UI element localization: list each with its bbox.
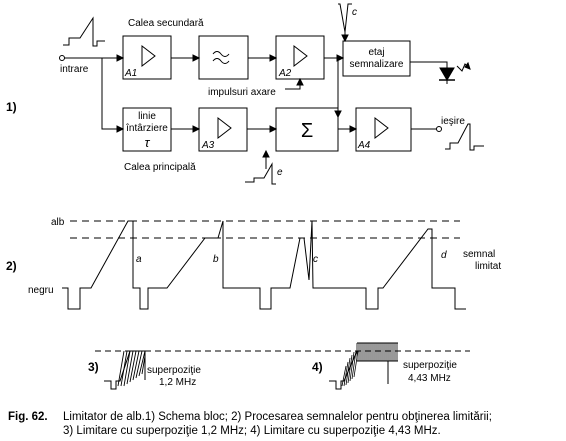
signal-d-label: d (441, 250, 447, 261)
led-icon (439, 67, 455, 81)
arrow-to-a4 (349, 125, 358, 133)
part1-number: 1) (6, 100, 17, 114)
part4-number: 4) (312, 360, 323, 374)
axis-pulses-label: impulsuri axare (208, 87, 276, 98)
part2-number: 2) (6, 259, 17, 273)
waveform-4-outline (329, 350, 358, 390)
led-light-arrow (464, 61, 471, 70)
arrow-to-a1 (116, 54, 125, 62)
video-signal-line (62, 220, 466, 310)
pulse-e-icon (245, 162, 276, 185)
amplifier-a2-icon (293, 44, 308, 68)
tau-symbol: τ (145, 135, 151, 150)
a2-label: A2 (278, 68, 292, 79)
waveform-3-hatching (117, 350, 146, 387)
waveform-diagram: 2) alb negru a b c d semnal limitat (6, 217, 501, 352)
superposition-1-2mhz: 3) superpoziţie 1,2 MHz (88, 350, 201, 390)
filter-box (198, 35, 249, 80)
filter-icon (212, 51, 230, 64)
signal-stage-line2: semnalizare (350, 59, 404, 70)
superposition-1-label-2: 1,2 MHz (159, 377, 196, 388)
caption-line-2: 3) Limitare cu superpoziţie 1,2 MHz; 4) … (63, 425, 441, 437)
delay-line-label-2: întârziere (125, 123, 168, 134)
superposition-1-label-1: superpoziţie (147, 365, 201, 376)
figure-caption: Fig. 62. Limitator de alb.1) Schema bloc… (8, 411, 492, 437)
waveform-4-envelope (357, 342, 398, 362)
output-waveform-icon (445, 123, 484, 151)
pulse-c-label: c (352, 7, 357, 18)
amplifier-a4-icon (374, 116, 389, 140)
arrow-to-sum (269, 125, 278, 133)
sum-symbol: Σ (301, 120, 313, 142)
signal-a-label: a (136, 254, 142, 265)
arrow-to-delay (116, 125, 125, 133)
amplifier-a3-icon (217, 116, 232, 140)
waveform-4-hatching (341, 343, 398, 387)
arrow-to-filter (192, 54, 201, 62)
block-diagram: 1) intrare Calea secundară A1 A2 impulsu… (6, 3, 484, 185)
output-terminal (436, 126, 442, 132)
amplifier-a1-icon (141, 44, 156, 68)
arrow-to-a3 (192, 125, 201, 133)
input-branch-wire (101, 58, 123, 130)
upper-path-label: Calea secundară (128, 18, 204, 29)
delay-line-label-1: linie (138, 111, 156, 122)
pulse-c-icon (338, 3, 352, 33)
led-wire (410, 61, 448, 68)
arrow-to-a2 (269, 54, 278, 62)
superposition-4-label-2: 4,43 MHz (408, 373, 451, 384)
black-level-label: negru (28, 285, 54, 296)
a3-label: A3 (201, 140, 215, 151)
superposition-4-43mhz: 4) superpoziţie 4,43 MHz (312, 342, 457, 390)
signal-c-label: c (313, 254, 318, 265)
input-terminal (59, 55, 65, 61)
caption-line-1: Limitator de alb.1) Schema bloc; 2) Proc… (63, 411, 492, 423)
lower-path-label: Calea principală (124, 162, 196, 173)
caption-fig-number: Fig. 62. (8, 411, 48, 423)
input-waveform-icon (63, 16, 105, 47)
input-label: intrare (60, 64, 89, 75)
output-label: ieşire (441, 116, 465, 127)
arrow-pulse-c (341, 34, 349, 43)
waveform-3-outline (104, 350, 146, 390)
a1-label: A1 (124, 68, 137, 79)
pulse-e-label: e (277, 167, 283, 178)
arrow-axis-pulses (296, 77, 304, 86)
signal-b-label: b (213, 254, 219, 265)
part3-number: 3) (88, 360, 99, 374)
superposition-4-label-1: superpoziţie (403, 360, 457, 371)
signaling-stage-box (342, 40, 411, 77)
limited-signal-label-1: semnal (463, 249, 495, 260)
arrow-pulse-e (262, 149, 270, 158)
a4-label: A4 (357, 140, 371, 151)
limited-signal-label-2: limitat (475, 261, 501, 272)
white-level-label: alb (51, 217, 65, 228)
signal-stage-line1: etaj (368, 47, 384, 58)
